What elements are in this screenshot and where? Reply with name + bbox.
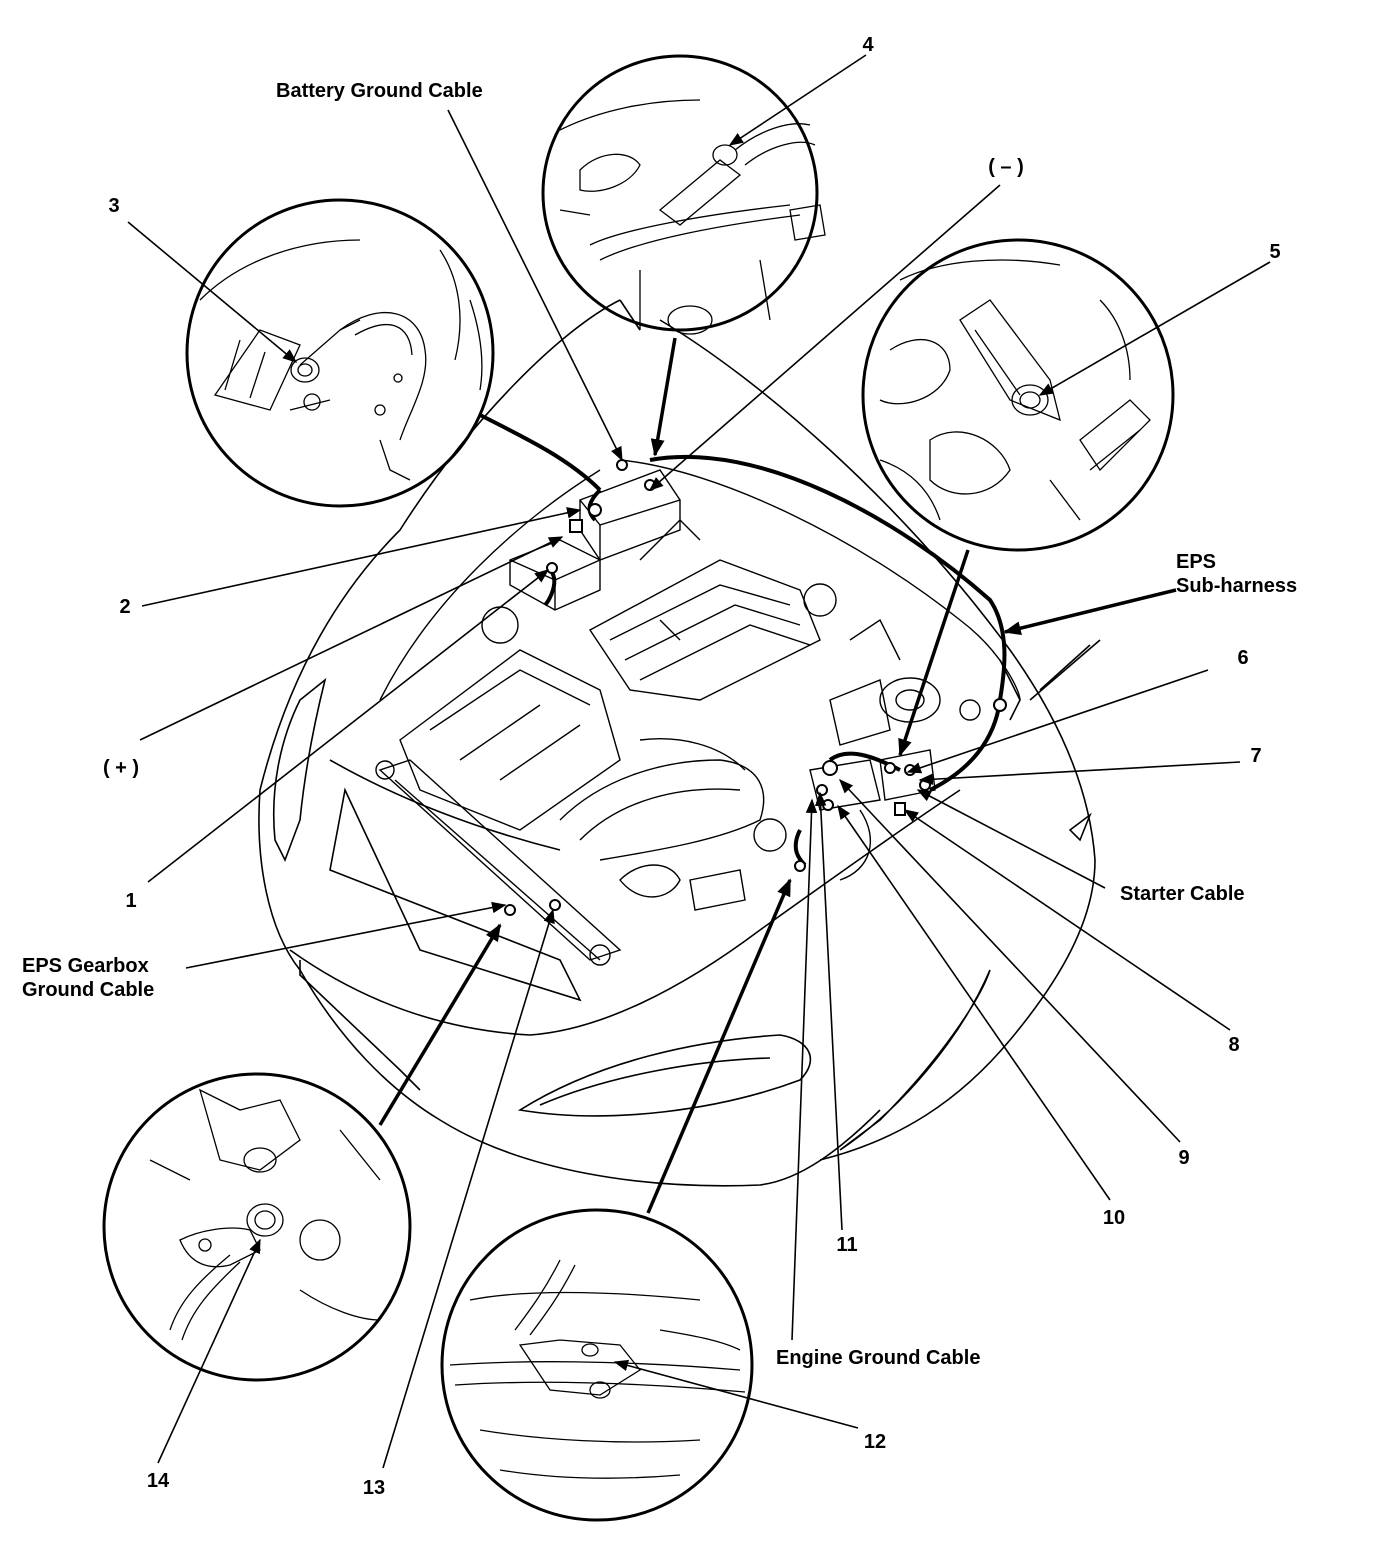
label-7: 7 <box>1250 745 1262 767</box>
label-5: 5 <box>1269 241 1281 263</box>
car-body <box>258 299 1101 1187</box>
label-negative: ( – ) <box>988 156 1024 178</box>
label-1: 1 <box>125 890 137 912</box>
label-eps-gearbox-ground-cable: EPS Gearbox Ground Cable <box>22 955 155 1001</box>
detail-circle-4 <box>541 54 826 335</box>
label-eps-sub-harness: EPS Sub-harness <box>1176 551 1298 597</box>
label-engine-ground-cable: Engine Ground Cable <box>776 1347 981 1369</box>
bold-leaders <box>378 337 1177 1214</box>
label-positive: ( + ) <box>102 757 140 779</box>
leader-lines <box>127 54 1271 1469</box>
label-14: 14 <box>146 1470 170 1492</box>
label-4: 4 <box>862 34 874 56</box>
label-3: 3 <box>108 195 120 217</box>
terminals <box>504 459 1007 916</box>
label-11: 11 <box>836 1234 858 1256</box>
detail-circle-3 <box>185 198 495 508</box>
label-6: 6 <box>1237 647 1249 669</box>
harness-cables <box>479 413 1007 867</box>
label-2: 2 <box>119 596 131 618</box>
detail-circle-5 <box>861 238 1175 552</box>
label-starter-cable: Starter Cable <box>1120 883 1245 905</box>
detail-circle-14 <box>102 1072 412 1382</box>
label-10: 10 <box>1102 1207 1126 1229</box>
detail-circle-12 <box>440 1208 754 1522</box>
label-13: 13 <box>362 1477 386 1499</box>
engine-bay <box>375 459 1021 966</box>
label-8: 8 <box>1228 1034 1240 1056</box>
label-12: 12 <box>863 1431 887 1453</box>
label-9: 9 <box>1178 1147 1190 1169</box>
label-battery-ground-cable: Battery Ground Cable <box>276 80 483 102</box>
